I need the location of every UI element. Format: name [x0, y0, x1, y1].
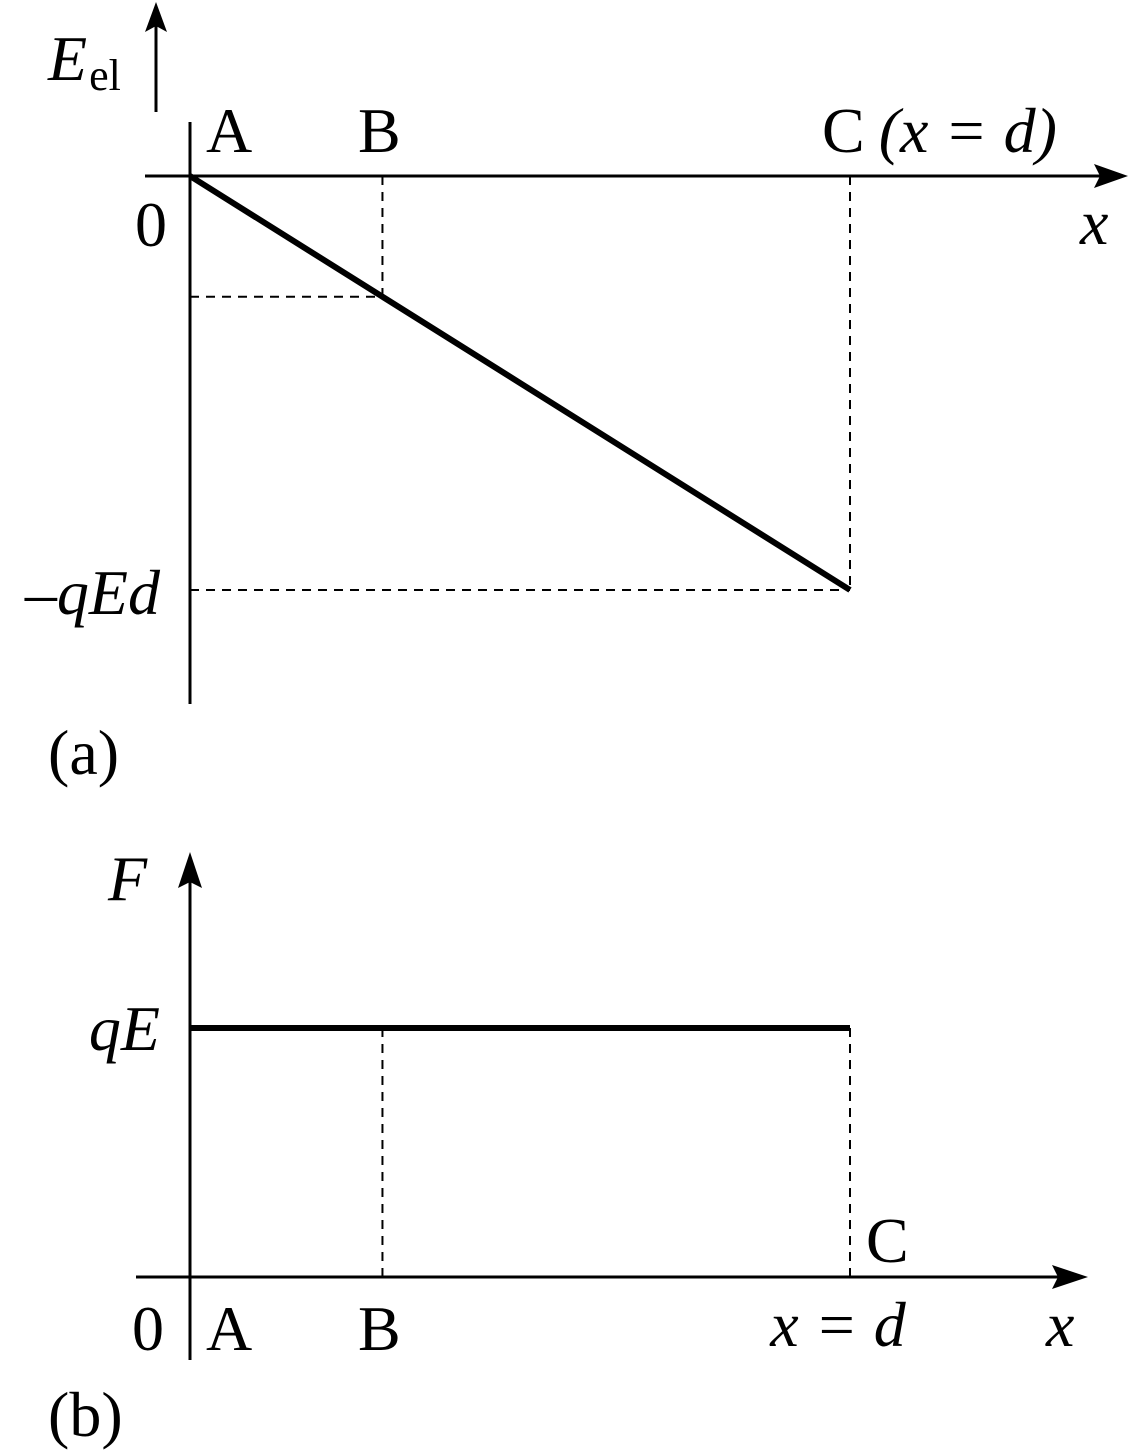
panel-b-xtick-d: x = d	[769, 1289, 907, 1360]
panel-a-point-a-label: A	[206, 95, 252, 166]
panel-b-ylabel: F	[107, 843, 148, 914]
panel-b-ytick-zero: 0	[132, 1293, 164, 1364]
panel-b-point-c-label: C	[866, 1205, 909, 1276]
panel-a-ylabel-arrow-icon	[145, 2, 167, 32]
panel-b-xlabel: x	[1045, 1289, 1074, 1360]
panel-a-panel-label: (a)	[48, 717, 119, 788]
panel-b-ytick-level: qE	[89, 993, 160, 1064]
panel-a-ylabel: Eel	[47, 23, 121, 100]
panel-a-energy-line	[188, 173, 852, 593]
panel-a-ytick-min: –qEd	[24, 557, 161, 628]
panel-a-point-c-label: C(x = d)	[822, 95, 1057, 166]
panel-a: Eel A B C(x = d) x 0 –qEd (a)	[24, 2, 1128, 788]
panel-b-x-arrow-icon	[1052, 1265, 1088, 1289]
panel-a-x-arrow-icon	[1094, 164, 1128, 188]
panel-a-point-b-label: B	[358, 95, 401, 166]
panel-b-y-arrow-icon	[178, 852, 202, 888]
panel-a-xlabel: x	[1079, 187, 1108, 258]
panel-a-ytick-zero: 0	[135, 189, 167, 260]
panel-b: F qE C 0 A B x = d x (b)	[48, 843, 1088, 1450]
panel-b-point-b-label: B	[358, 1293, 401, 1364]
panel-b-point-a-label: A	[206, 1293, 252, 1364]
panel-b-panel-label: (b)	[48, 1379, 123, 1450]
